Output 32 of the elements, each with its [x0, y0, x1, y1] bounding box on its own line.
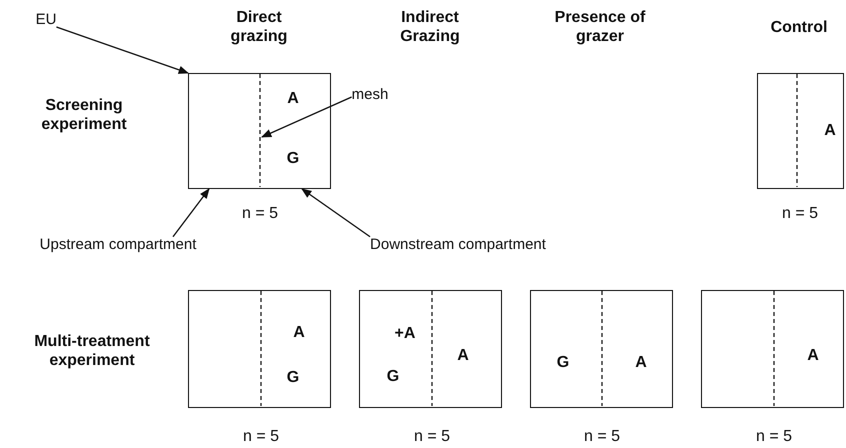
treatment-letter: +A	[394, 325, 416, 343]
row-heading: Multi-treatment experiment	[33, 332, 151, 370]
row-heading: Screening experiment	[40, 96, 128, 134]
leader-line	[301, 188, 370, 238]
replicate-count: n = 5	[756, 428, 792, 446]
treatment-letter: A	[293, 324, 305, 342]
treatment-letter: G	[386, 368, 400, 386]
treatment-letter: A	[807, 347, 819, 365]
treatment-letter: A	[287, 90, 299, 108]
replicate-count: n = 5	[584, 428, 620, 446]
column-heading: Presence of grazer	[554, 8, 646, 46]
mesh-line	[259, 74, 262, 187]
treatment-letter: G	[286, 369, 300, 387]
treatment-letter: G	[286, 150, 300, 168]
replicate-count: n = 5	[242, 205, 278, 223]
callout-label: mesh	[352, 86, 388, 104]
leader-line	[172, 188, 210, 238]
callout-label: Upstream compartment	[40, 236, 196, 254]
replicate-count: n = 5	[782, 205, 818, 223]
treatment-letter: A	[824, 122, 836, 140]
replicate-count: n = 5	[242, 428, 280, 446]
treatment-letter: A	[635, 354, 647, 372]
treatment-letter: A	[457, 347, 469, 365]
callout-label: Downstream compartment	[370, 236, 546, 254]
column-heading: Control	[770, 18, 828, 38]
treatment-letter: G	[556, 354, 570, 372]
callout-label: EU	[36, 12, 56, 28]
leader-line	[56, 26, 189, 74]
column-heading: Direct grazing	[230, 8, 288, 46]
column-heading: Indirect Grazing	[399, 8, 461, 46]
replicate-count: n = 5	[414, 428, 450, 446]
leader-line	[261, 96, 352, 138]
